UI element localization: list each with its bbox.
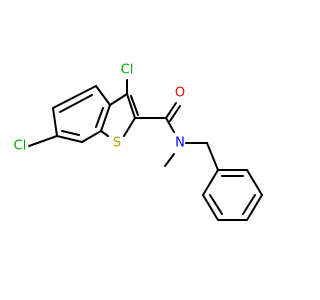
- bond: [123, 117, 136, 137]
- bond: [100, 104, 111, 132]
- bond: [52, 85, 97, 109]
- atom-s: S: [113, 136, 121, 151]
- bond: [100, 130, 109, 137]
- bond: [95, 107, 104, 128]
- atom-cl-left: Cl: [14, 139, 27, 154]
- bond: [169, 105, 181, 122]
- bond: [164, 153, 175, 167]
- bond: [130, 95, 139, 116]
- atom-o: O: [175, 86, 185, 101]
- bond: [209, 194, 223, 215]
- bond: [202, 169, 219, 196]
- bond: [242, 194, 256, 215]
- structure-canvas: Cl Cl O S N: [13, 62, 263, 221]
- bond: [52, 107, 58, 137]
- bond: [165, 102, 177, 119]
- bond: [126, 93, 136, 119]
- bond: [59, 94, 93, 113]
- bond: [109, 93, 128, 106]
- molecule-structure-diagram: Cl Cl O S N: [14, 63, 263, 221]
- bond: [165, 117, 175, 133]
- bond: [56, 135, 83, 143]
- atom-cl-top: Cl: [121, 63, 134, 78]
- bond: [61, 130, 80, 136]
- bond: [95, 85, 111, 106]
- bond: [246, 194, 263, 221]
- bond: [28, 135, 58, 147]
- bond: [81, 130, 102, 143]
- atom-n: N: [175, 136, 185, 151]
- bond: [202, 194, 219, 221]
- bond: [246, 169, 263, 196]
- bond: [206, 142, 219, 171]
